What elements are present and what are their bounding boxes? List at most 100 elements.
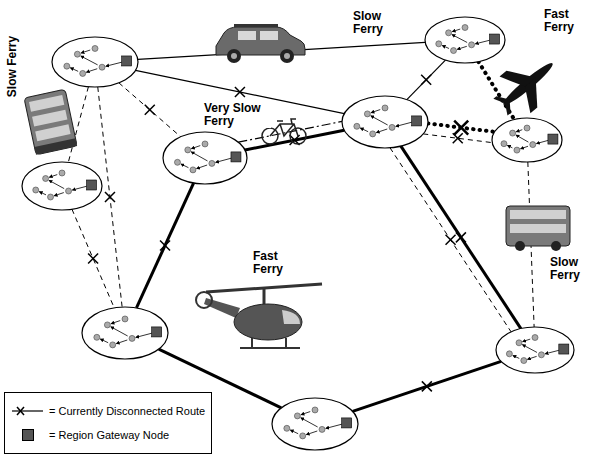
disconnect-mark <box>235 87 245 97</box>
gateway-node <box>548 134 558 144</box>
route-connector <box>72 209 114 308</box>
ferry-label: Slow Ferry <box>352 10 396 36</box>
skid-strut <box>251 338 253 348</box>
inner-link <box>528 356 537 359</box>
legend-line-sample <box>11 404 45 418</box>
host-node <box>319 426 325 432</box>
inner-link <box>537 140 548 143</box>
region-ellipse-outline <box>22 162 102 210</box>
region-outline <box>271 397 359 451</box>
host-node <box>64 63 70 69</box>
route-connector <box>353 361 502 411</box>
bus-window <box>510 224 566 233</box>
region-ellipse-outline <box>52 37 138 87</box>
host-node <box>294 413 300 419</box>
inner-link <box>70 68 78 72</box>
inner-link <box>111 321 120 324</box>
gateway-node <box>412 116 422 126</box>
inner-link <box>396 122 412 126</box>
host-node <box>436 41 442 47</box>
host-node <box>364 111 370 117</box>
skid-strut <box>285 338 287 348</box>
ferry-label: Slow Ferry <box>549 256 589 282</box>
sample-x <box>17 407 24 415</box>
legend-box: = Currently Disconnected Route= Region G… <box>4 392 212 454</box>
inner-link <box>452 29 460 32</box>
host-node <box>66 188 72 194</box>
inner-link <box>360 128 368 132</box>
inner-link <box>116 340 127 344</box>
region-ellipse-outline <box>492 118 562 162</box>
host-node <box>33 187 39 193</box>
disconnect-mark <box>422 381 432 391</box>
host-node <box>510 130 516 136</box>
host-node <box>521 358 527 364</box>
route-connector <box>98 87 122 307</box>
region-outline <box>162 131 248 185</box>
gateway-node <box>490 34 500 44</box>
inner-link <box>545 350 559 354</box>
bus-wheel <box>551 241 561 251</box>
disconnect-mark <box>453 133 463 143</box>
host-node <box>370 131 376 137</box>
tail-rotor <box>196 292 212 308</box>
inner-link <box>81 50 90 53</box>
bus-window <box>510 210 566 219</box>
region-ellipse <box>495 326 575 374</box>
host-node <box>469 42 475 48</box>
car-wheel <box>280 49 294 63</box>
car-icon <box>216 24 305 63</box>
disconnect-mark <box>421 75 431 85</box>
region-outline <box>21 161 103 211</box>
inner-link <box>49 175 57 178</box>
gateway-node <box>559 344 569 354</box>
plane-tail <box>500 99 516 115</box>
gateway-node <box>122 56 132 66</box>
route-connector <box>119 83 181 137</box>
legend-row: = Currently Disconnected Route <box>11 399 205 423</box>
bus-window <box>35 124 70 141</box>
ferry-label: Very Slow Ferry <box>203 102 271 128</box>
region-outline <box>491 117 563 163</box>
bus-icon <box>506 206 570 251</box>
region-ellipse-outline <box>342 96 428 148</box>
region-ellipse <box>491 117 563 163</box>
region-ellipse <box>424 16 506 64</box>
inner-link <box>516 130 522 132</box>
host-node <box>80 70 86 76</box>
inner-link <box>523 339 530 341</box>
disconnect-mark <box>456 232 466 242</box>
gateway-node <box>87 180 97 190</box>
disconnect-mark <box>88 254 98 264</box>
legend-text: = Currently Disconnected Route <box>49 405 205 417</box>
host-node <box>312 407 318 413</box>
disconnect-mark <box>446 235 456 245</box>
region-outline <box>81 306 169 360</box>
host-node <box>92 45 98 51</box>
region-outline <box>341 95 429 149</box>
region-ellipse <box>162 131 248 185</box>
car-window <box>238 31 256 40</box>
host-node <box>174 159 180 165</box>
inner-link <box>216 158 231 162</box>
bus-body <box>506 206 570 246</box>
route-connector <box>401 146 521 328</box>
inner-link <box>191 152 207 161</box>
inner-link <box>72 186 86 190</box>
host-node <box>532 335 538 341</box>
inner-link <box>457 46 466 49</box>
route-connector <box>407 60 446 100</box>
region-ellipse <box>51 36 139 88</box>
gateway-node <box>231 152 241 162</box>
inner-link <box>523 345 537 353</box>
host-node <box>530 142 536 148</box>
inner-link <box>516 135 528 142</box>
host-node <box>300 433 306 439</box>
host-node <box>462 25 468 31</box>
inner-link <box>521 146 528 149</box>
bus-window <box>32 110 67 127</box>
disconnect-mark <box>421 75 431 85</box>
helicopter-icon <box>196 284 322 348</box>
sample-line <box>12 410 43 411</box>
host-node <box>43 176 49 182</box>
